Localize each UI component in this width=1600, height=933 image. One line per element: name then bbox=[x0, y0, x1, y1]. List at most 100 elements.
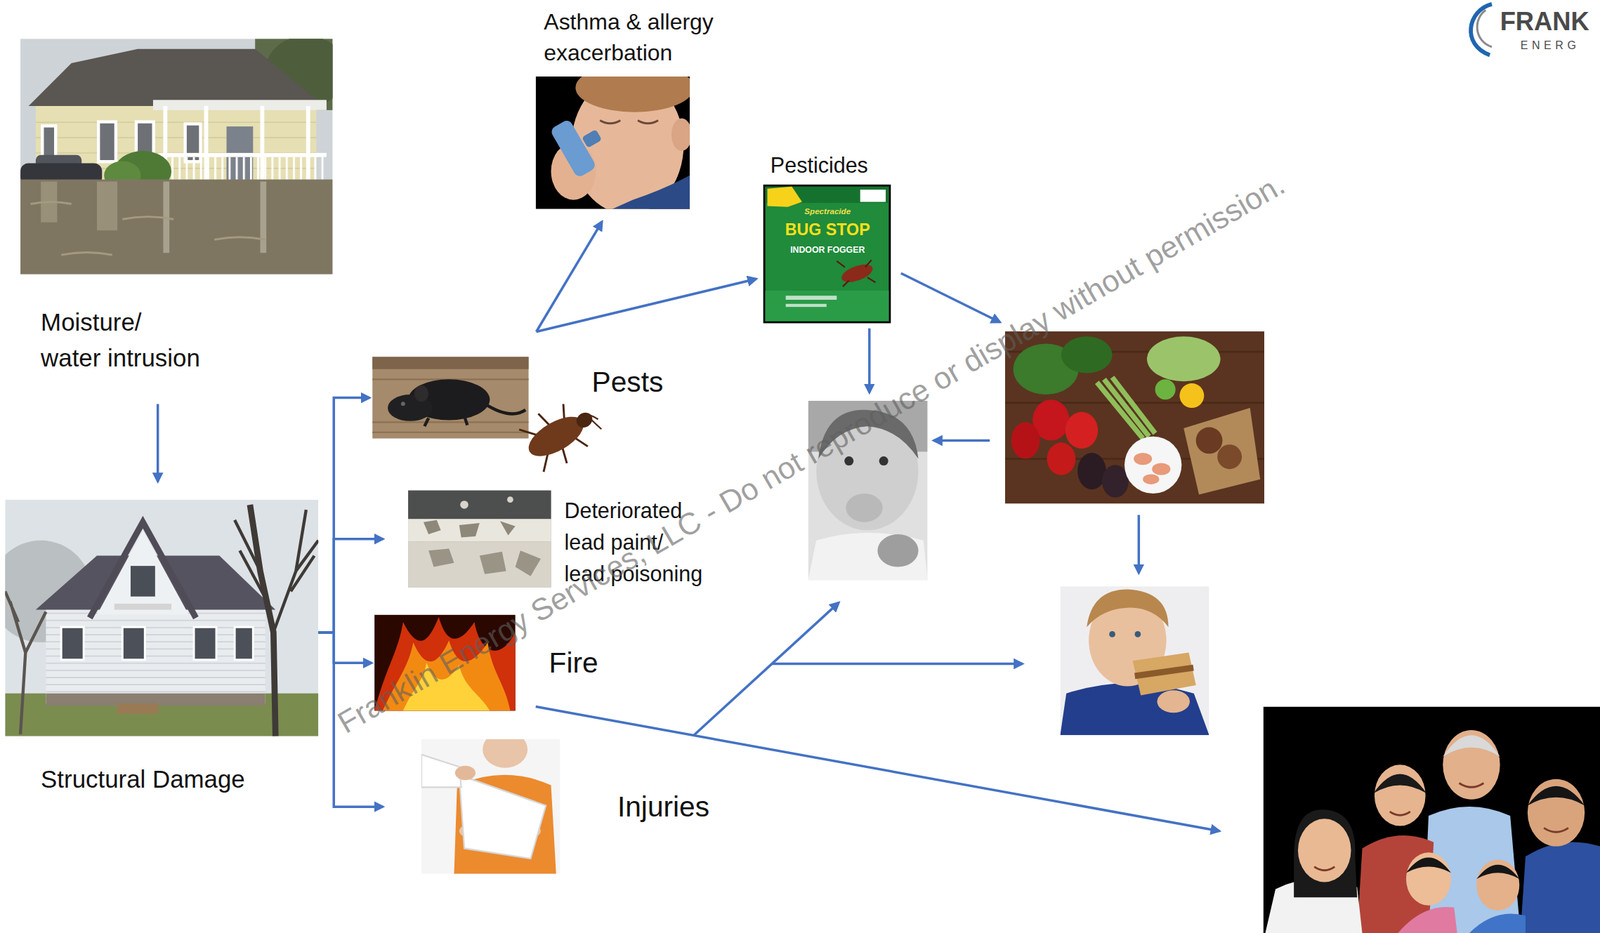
family-photo bbox=[1263, 707, 1600, 933]
vegetables-photo bbox=[1179, 383, 1204, 409]
boy-eating-photo bbox=[1086, 589, 1169, 628]
arm-sling-photo bbox=[459, 775, 546, 859]
damaged-house-photo bbox=[130, 566, 156, 598]
vegetables-photo bbox=[1217, 444, 1242, 470]
family-photo bbox=[1442, 735, 1500, 758]
pesticide-box-photo bbox=[765, 290, 890, 322]
caption-box: Injuries bbox=[617, 790, 710, 825]
fire-photo bbox=[403, 663, 490, 711]
caption-box: Deteriorated lead paint/ lead poisoning bbox=[564, 495, 706, 590]
family-photo bbox=[1406, 852, 1452, 907]
inhaler-child-photo bbox=[549, 118, 598, 179]
family-photo bbox=[1263, 707, 1600, 933]
baby-photo bbox=[877, 534, 918, 567]
flooded-house-photo bbox=[259, 181, 267, 254]
rat-photo bbox=[424, 416, 468, 428]
vegetables-photo bbox=[1077, 453, 1107, 490]
peeling-paint-photo bbox=[500, 521, 516, 536]
cockroach-drawing bbox=[587, 411, 603, 432]
flooded-house-photo bbox=[99, 123, 114, 161]
arm-sling-photo bbox=[482, 739, 528, 769]
damaged-house-photo bbox=[234, 509, 319, 633]
photo-node: Asthma & allergy exacerbation bbox=[535, 7, 729, 209]
vegetables-photo bbox=[1005, 331, 1265, 504]
vegetables-photo bbox=[1133, 453, 1152, 465]
flow-connector bbox=[318, 632, 383, 808]
family-photo bbox=[1520, 842, 1600, 933]
rat-photo bbox=[372, 356, 529, 439]
flooded-house-photo bbox=[153, 99, 327, 111]
caption-box: Structural Damage bbox=[40, 763, 246, 796]
photo-frame bbox=[4, 500, 319, 737]
peeling-paint-photo bbox=[479, 552, 507, 575]
photo-node: Deteriorated lead paint/ lead poisoning bbox=[408, 490, 706, 590]
boy-eating-photo bbox=[1059, 586, 1209, 736]
node-caption: Injuries bbox=[617, 790, 710, 825]
flooded-house-photo bbox=[20, 38, 333, 275]
caption-box: Pests bbox=[592, 365, 664, 400]
family-photo bbox=[1293, 809, 1357, 898]
baby-photo bbox=[879, 456, 889, 466]
family-photo bbox=[1476, 865, 1520, 880]
inhaler-child-photo bbox=[612, 175, 690, 210]
logo-subtext: ENERG bbox=[1520, 38, 1581, 52]
flow-arrows bbox=[535, 707, 1220, 832]
node-caption: Asthma & allergy exacerbation bbox=[543, 7, 728, 69]
baby-photo bbox=[808, 401, 928, 581]
node-caption: Structural Damage bbox=[40, 763, 246, 796]
photo-frame bbox=[763, 184, 892, 324]
pesticide-box-photo bbox=[860, 189, 886, 202]
rat-photo bbox=[372, 356, 529, 439]
photo-node: Fire bbox=[374, 615, 598, 712]
boy-eating-photo bbox=[1156, 690, 1190, 713]
inhaler-child-photo bbox=[535, 76, 690, 210]
node-caption: Deteriorated lead paint/ lead poisoning bbox=[564, 495, 706, 590]
pesticide-box-photo bbox=[785, 295, 838, 300]
peeling-paint-photo bbox=[515, 550, 541, 576]
family-photo bbox=[1476, 859, 1520, 911]
family-photo bbox=[1527, 786, 1585, 807]
logo-swoosh bbox=[1477, 10, 1492, 48]
node-caption: Fire bbox=[549, 646, 599, 681]
watermark: Franklin Energy Services, LLC - Do not r… bbox=[331, 166, 1292, 742]
boy-eating-photo bbox=[1109, 631, 1116, 638]
flow-arrows bbox=[933, 439, 990, 442]
product-type: INDOOR FOGGER bbox=[790, 245, 865, 256]
peeling-paint-photo bbox=[428, 548, 454, 567]
vegetables-photo bbox=[1196, 427, 1223, 455]
vegetables-photo bbox=[1146, 336, 1221, 382]
rat-photo bbox=[414, 385, 429, 402]
arm-sling-photo bbox=[455, 766, 476, 781]
flow-connector bbox=[318, 539, 383, 633]
flow-arrows bbox=[535, 273, 1220, 831]
vegetables-photo bbox=[1061, 336, 1113, 373]
caption-box: Fire bbox=[549, 646, 599, 681]
damaged-house-photo bbox=[4, 591, 46, 734]
caption-box: Asthma & allergy exacerbation bbox=[543, 7, 728, 69]
flow-connector bbox=[536, 278, 757, 332]
damaged-house-photo bbox=[61, 627, 84, 660]
inhaler-child-photo bbox=[671, 117, 690, 151]
flow-arrows bbox=[1137, 514, 1140, 574]
product-name: BUG STOP bbox=[785, 220, 871, 241]
family-photo bbox=[1442, 730, 1500, 800]
peeling-paint-photo bbox=[423, 520, 442, 535]
family-photo bbox=[1373, 774, 1427, 794]
photo-frame bbox=[374, 615, 515, 712]
peeling-paint-photo bbox=[408, 490, 551, 520]
flow-connector bbox=[536, 221, 602, 333]
family-photo bbox=[1389, 811, 1411, 816]
logo-text: FRANK bbox=[1500, 6, 1590, 38]
caption-box: Moisture/ water intrusion bbox=[40, 304, 205, 376]
rat-photo bbox=[484, 403, 526, 414]
node-caption: Moisture/ water intrusion bbox=[40, 304, 205, 376]
pesticide-box-photo bbox=[765, 186, 890, 322]
label-anchor: Spectracide bbox=[804, 206, 851, 217]
baby-photo bbox=[818, 410, 918, 460]
baby-photo bbox=[845, 493, 883, 523]
damaged-house-photo bbox=[114, 604, 172, 611]
vegetables-photo bbox=[1155, 379, 1176, 400]
